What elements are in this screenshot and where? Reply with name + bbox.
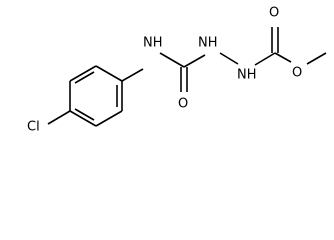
- bond-urea-carbon-nh: [183, 54, 206, 68]
- ring-bond: [69, 110, 97, 127]
- atom-urea-oxygen: O: [178, 97, 188, 112]
- atom-anilide-nh: NH: [143, 36, 163, 51]
- atom-hydrazine-nh-2: NH: [237, 68, 257, 83]
- bond-oxygen-methyl: [306, 52, 327, 65]
- ring-bond: [69, 65, 97, 82]
- ring-double-bond-inner: [74, 108, 95, 121]
- atom-hydrazine-nh-1: NH: [198, 36, 218, 51]
- ring-bond: [95, 65, 123, 82]
- chemical-structure: Cl NH O NH NH O O: [27, 6, 327, 135]
- bond-nh-ester-carbon: [254, 52, 276, 66]
- bond-ring-nh: [121, 68, 144, 82]
- atom-ester-carbonyl-oxygen: O: [269, 6, 279, 21]
- ring-bond: [95, 110, 123, 127]
- benzene-ring: [69, 65, 123, 127]
- bond-nh-nh: [219, 52, 239, 65]
- ring-double-bond-inner: [74, 71, 95, 84]
- atom-chlorine: Cl: [27, 120, 40, 135]
- atom-ester-ether-oxygen: O: [292, 66, 302, 81]
- bond-ester-carbon-oxygen: [274, 52, 292, 63]
- bond-nh-urea-carbon: [159, 52, 185, 68]
- bond-ring-chlorine: [47, 110, 71, 125]
